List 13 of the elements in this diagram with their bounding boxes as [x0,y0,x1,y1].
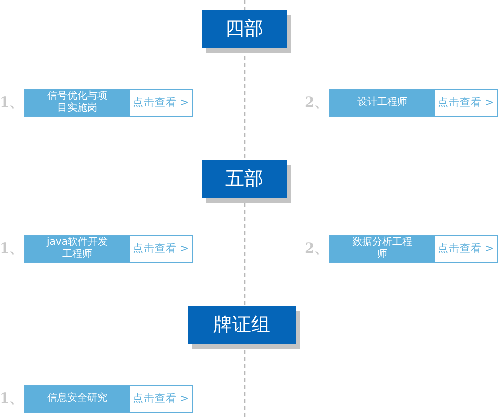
view-link: 点击查看 > [132,96,190,111]
view-link: 点击查看 > [132,242,190,257]
job-title-bar: 数据分析工程师 [330,236,435,262]
job-title-bar: java软件开发工程师 [25,236,130,262]
job-title-bar: 信息安全研究 [25,386,130,412]
job-title-bar: 信号优化与项目实施岗 [25,90,130,116]
section-header: 四部 [202,10,287,48]
view-link: 点击查看 > [132,392,190,407]
job-title-bar: 设计工程师 [330,90,435,116]
view-link: 点击查看 > [436,242,496,257]
view-link: 点击查看 > [436,96,496,111]
section-header: 五部 [202,160,287,198]
section-header: 牌证组 [188,306,296,344]
